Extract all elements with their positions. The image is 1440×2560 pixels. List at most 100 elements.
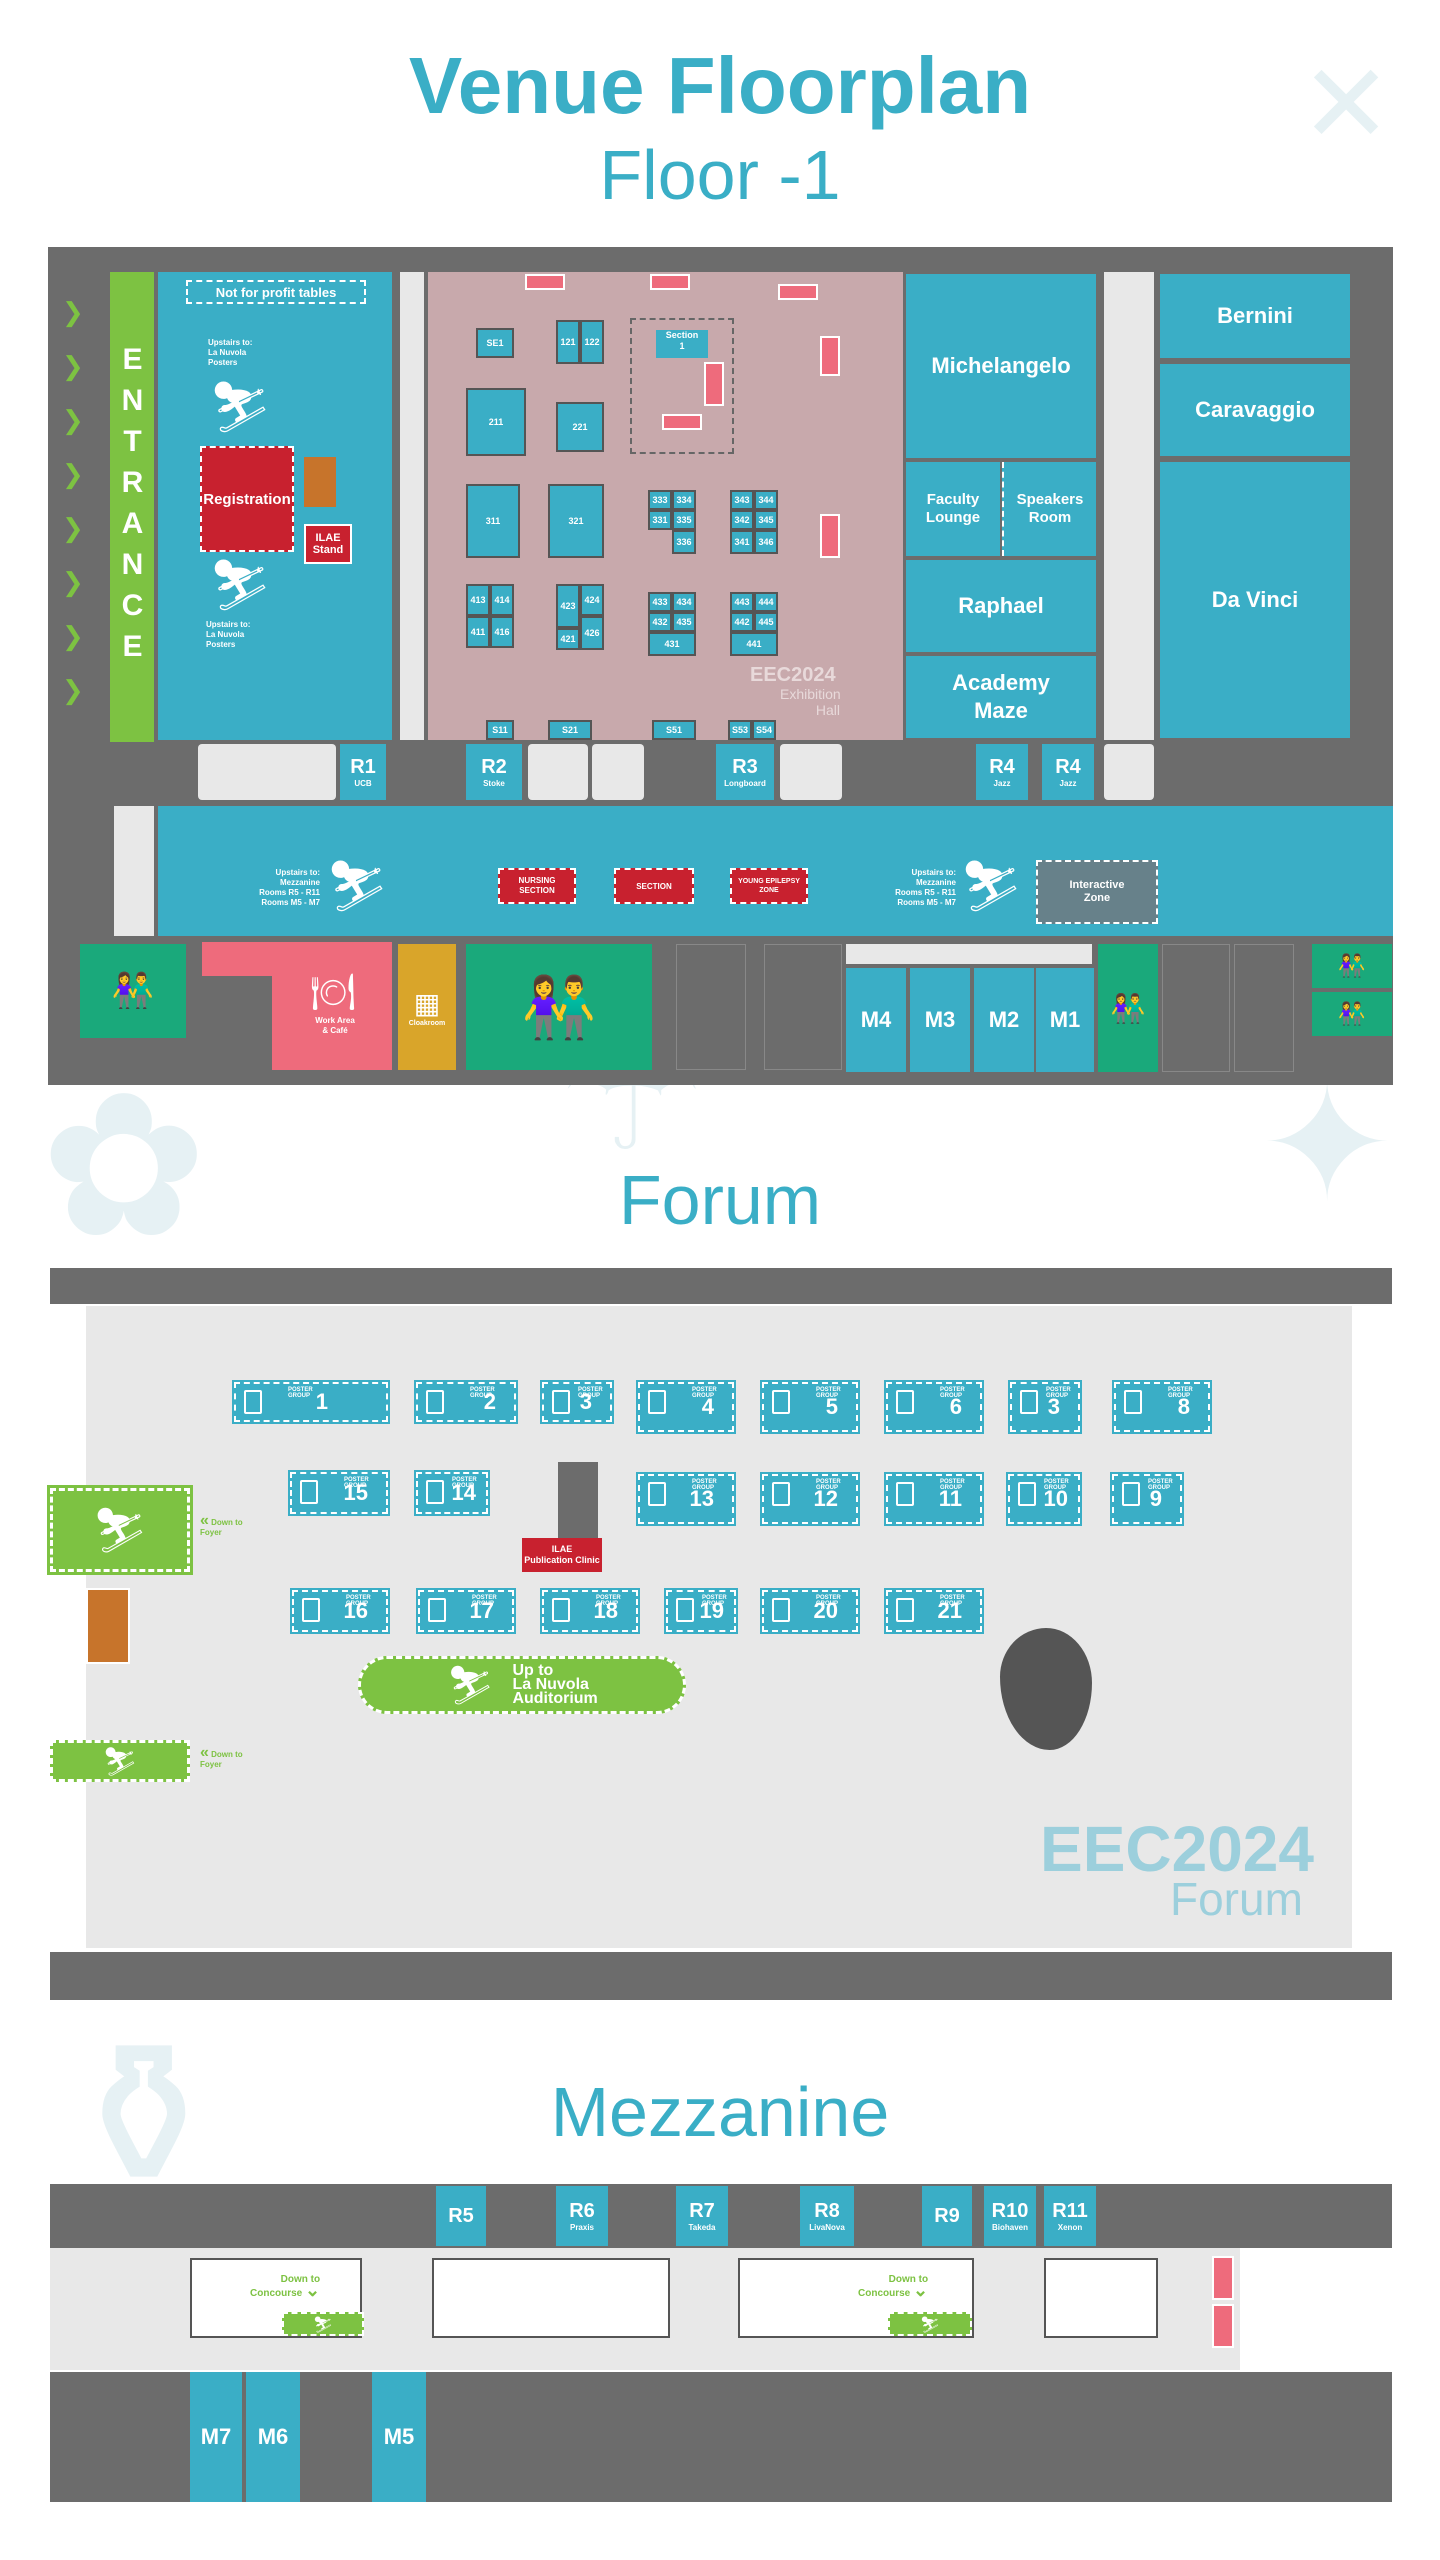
booth[interactable]: 122 <box>580 320 604 364</box>
restroom[interactable]: 👫 <box>1312 992 1392 1036</box>
booth[interactable]: 424 <box>580 584 604 616</box>
booth[interactable]: 336 <box>672 530 696 554</box>
restroom[interactable]: 👫 <box>1098 944 1158 1072</box>
booth[interactable]: 321 <box>548 484 604 558</box>
escalator-down-to-concourse-1[interactable]: ⛷ <box>282 2312 364 2336</box>
booth[interactable]: 342 <box>730 510 754 530</box>
room-caravaggio[interactable]: Caravaggio <box>1160 364 1350 456</box>
booth[interactable]: 444 <box>754 592 778 612</box>
booth[interactable]: 343 <box>730 490 754 510</box>
booth[interactable]: SE1 <box>476 328 514 358</box>
booth[interactable]: 433 <box>648 592 672 612</box>
restroom[interactable]: 👫 <box>466 944 652 1070</box>
booth[interactable]: S11 <box>486 720 514 740</box>
restroom[interactable]: 👫 <box>1312 944 1392 988</box>
room-speakers-room[interactable]: Speakers Room <box>1002 462 1096 556</box>
escalator-icon[interactable]: ⛷ <box>208 377 272 436</box>
elevator-icon[interactable] <box>86 1588 130 1664</box>
booth[interactable]: 331 <box>648 510 672 530</box>
ilae-young-epilepsy-zone-stand[interactable]: YOUNG EPILEPSY ZONE <box>730 868 808 904</box>
booth[interactable]: 442 <box>730 612 754 632</box>
not-for-profit-tables[interactable]: Not for profit tables <box>186 280 366 304</box>
booth[interactable]: 414 <box>490 584 514 616</box>
booth[interactable]: 426 <box>580 616 604 650</box>
section-1-area[interactable] <box>630 318 734 454</box>
catering-point-icon[interactable] <box>820 336 840 376</box>
booth[interactable]: 421 <box>556 628 580 650</box>
booth[interactable]: 411 <box>466 616 490 648</box>
catering-point-icon[interactable] <box>650 274 690 290</box>
booth[interactable]: 445 <box>754 612 778 632</box>
catering-point-icon[interactable] <box>820 514 840 558</box>
booth[interactable]: 121 <box>556 320 580 364</box>
escalator-down-to-concourse-2[interactable]: ⛷ <box>888 2312 972 2336</box>
booth[interactable]: 344 <box>754 490 778 510</box>
booth[interactable]: 346 <box>754 530 778 554</box>
registration-desk[interactable]: Registration <box>200 446 294 552</box>
catering-point-icon[interactable] <box>778 284 818 300</box>
booth[interactable]: 341 <box>730 530 754 554</box>
room-raphael[interactable]: Raphael <box>906 560 1096 652</box>
booth[interactable]: 431 <box>648 632 696 656</box>
booth[interactable]: 311 <box>466 484 520 558</box>
booth[interactable]: 345 <box>754 510 778 530</box>
booth[interactable]: S21 <box>548 720 592 740</box>
restroom[interactable]: 👫 <box>80 944 186 1038</box>
booth[interactable]: 334 <box>672 490 696 510</box>
escalator-up-to-auditorium[interactable]: ⛷ Up to La Nuvola Auditorium <box>358 1656 686 1714</box>
booth[interactable]: S54 <box>752 720 776 740</box>
interactive-zone[interactable]: Interactive Zone <box>1036 860 1158 924</box>
escalator-down-to-foyer-1[interactable]: ⛷ <box>47 1485 193 1575</box>
cloakroom[interactable]: ▦ Cloakroom <box>398 944 456 1070</box>
booth[interactable]: 416 <box>490 616 514 648</box>
room-da-vinci[interactable]: Da Vinci <box>1160 462 1350 738</box>
escalator-icon[interactable]: ⛷ <box>208 555 272 614</box>
escalator-icon[interactable]: ⛷ <box>959 856 1023 915</box>
ilae-stand[interactable]: ILAE Stand <box>304 524 352 564</box>
booth[interactable]: 432 <box>648 612 672 632</box>
catering-point-icon[interactable] <box>704 362 724 406</box>
room-m7[interactable]: M7 <box>190 2372 242 2502</box>
ilae-section-stand[interactable]: SECTION <box>614 868 694 904</box>
booth[interactable]: 423 <box>556 584 580 628</box>
booth[interactable]: 434 <box>672 592 696 612</box>
room-m1[interactable]: M1 <box>1036 968 1094 1072</box>
catering-point-icon[interactable] <box>525 274 565 290</box>
room-faculty-lounge[interactable]: Faculty Lounge <box>906 462 1000 556</box>
booth[interactable]: 435 <box>672 612 696 632</box>
booth[interactable]: 211 <box>466 388 526 456</box>
room-m5[interactable]: M5 <box>372 2372 426 2502</box>
room-m6[interactable]: M6 <box>246 2372 300 2502</box>
publication-clinic[interactable]: ILAE Publication Clinic <box>522 1538 602 1572</box>
elevator-icon[interactable] <box>304 457 336 507</box>
booth[interactable]: 441 <box>730 632 778 656</box>
room-r9[interactable]: R9 <box>922 2186 972 2246</box>
room-r5[interactable]: R5 <box>436 2186 486 2246</box>
booth[interactable]: S53 <box>728 720 752 740</box>
